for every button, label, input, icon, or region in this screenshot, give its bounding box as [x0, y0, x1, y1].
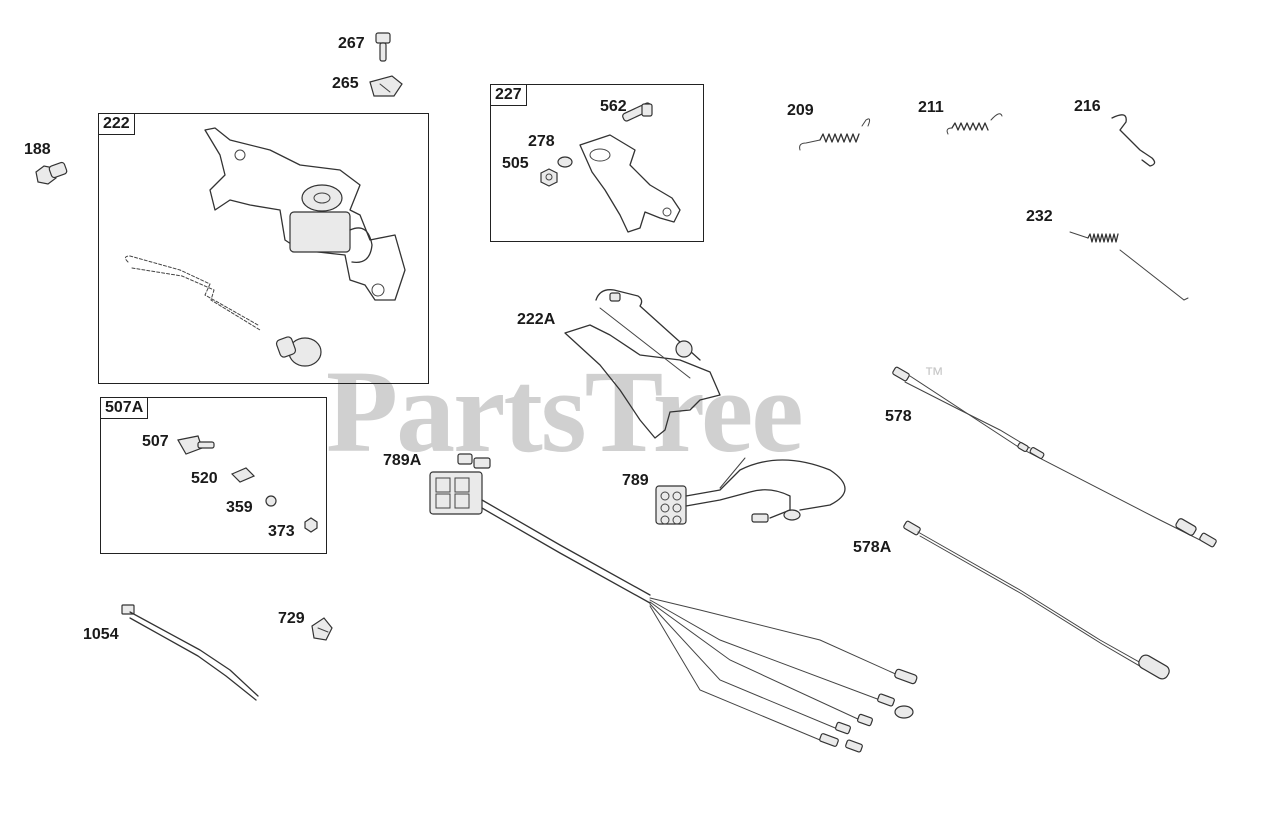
wire-harness-icon[interactable] [892, 366, 1217, 548]
callout-label: 507 [142, 433, 169, 450]
group-box-label: 227 [491, 85, 527, 106]
bracket-icon[interactable] [540, 102, 681, 233]
control-bracket-icon[interactable] [124, 127, 406, 367]
group-box-label: 507A [101, 398, 149, 419]
callout-label: 789A [383, 452, 422, 469]
group-box-227: 227 [490, 84, 704, 242]
screw-icon[interactable] [375, 32, 391, 62]
callout-label: 562 [600, 98, 627, 115]
wire-harness-icon[interactable] [429, 453, 918, 753]
callout-label: 520 [191, 470, 218, 487]
bolt-icon[interactable] [35, 161, 68, 185]
callout-label: 222A [517, 311, 556, 328]
callout-label: 267 [338, 35, 365, 52]
spring-icon[interactable] [946, 113, 1003, 135]
control-plate-icon[interactable] [564, 289, 721, 439]
callout-label: 359 [226, 499, 253, 516]
callout-label: 789 [622, 472, 649, 489]
group-box-222: 222 [98, 113, 429, 384]
callout-label: 578A [853, 539, 892, 556]
spring-icon[interactable] [799, 118, 871, 151]
callout-label: 373 [268, 523, 295, 540]
watermark: PartsTree [326, 346, 804, 477]
callout-label: 232 [1026, 208, 1053, 225]
group-box-label: 222 [99, 114, 135, 135]
callout-label: 211 [918, 99, 944, 116]
callout-label: 278 [528, 133, 555, 150]
callout-label: 216 [1074, 98, 1101, 115]
callout-label: 1054 [83, 626, 119, 643]
callout-label: 209 [787, 102, 814, 119]
switch-kit-icon[interactable] [177, 435, 318, 533]
link-icon[interactable] [1111, 114, 1156, 167]
group-box-507A: 507A [100, 397, 327, 554]
callout-label: 578 [885, 408, 912, 425]
wire-harness-icon[interactable] [655, 457, 846, 525]
clip-icon[interactable] [311, 617, 333, 641]
callout-label: 188 [24, 141, 51, 158]
clip-icon[interactable] [369, 75, 403, 97]
callout-label: 265 [332, 75, 359, 92]
ground-wire-icon[interactable] [903, 520, 1171, 682]
trademark-symbol: ™ [924, 364, 944, 386]
cable-tie-icon[interactable] [121, 604, 259, 701]
callout-label: 729 [278, 610, 305, 627]
callout-label: 505 [502, 155, 529, 172]
spring-icon[interactable] [1069, 231, 1189, 301]
